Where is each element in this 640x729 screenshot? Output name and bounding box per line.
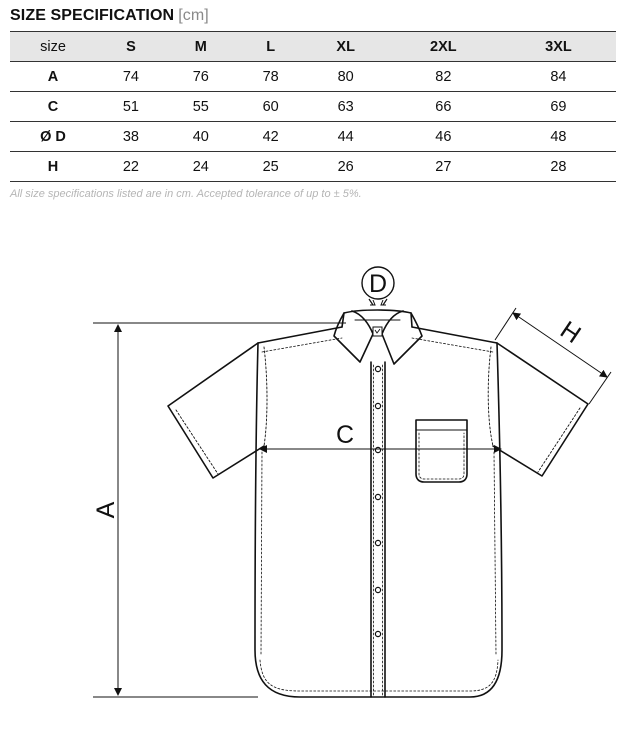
size-specification-table: size S M L XL 2XL 3XL A 74 76 78 80 82 8… [10,31,616,182]
left-sleeve [167,342,265,479]
table-cell: 55 [165,91,236,122]
measurement-d [361,266,395,306]
d-arrow-left [368,298,374,306]
shirt-illustration [167,309,589,698]
left-shoulder [257,326,343,344]
table-cell: 48 [500,121,616,152]
table-cell: 28 [500,151,616,182]
heading-title: SIZE SPECIFICATION [10,7,175,24]
right-sleeve [492,342,589,477]
table-row-d: Ø D 38 40 42 44 46 48 [10,121,616,152]
button [374,539,382,547]
collar-right-point [381,310,423,365]
section-heading: SIZE SPECIFICATION[cm] [10,7,209,25]
table-cell: 82 [385,61,501,92]
d-arrow-heads [370,299,386,306]
header-s: S [96,31,166,62]
row-label-d: Ø D [10,121,96,152]
label-h: H [555,316,586,349]
table-cell: 80 [305,61,386,92]
armhole-stitch-right [487,346,494,447]
button [374,446,382,454]
table-cell: 66 [385,91,501,122]
table-cell: 78 [235,61,306,92]
d-circle [361,266,395,300]
row-label-c: C [10,91,96,122]
collar-left-point [333,310,374,363]
table-cell: 84 [500,61,616,92]
label-c: C [336,421,354,449]
table-cell: 42 [235,121,306,152]
armhole-stitch-left [263,346,268,447]
yoke-seam [261,337,494,353]
header-xl: XL [305,31,386,62]
placket-stitch [373,364,383,696]
h-dimension-line [512,312,608,378]
chest-pocket [415,419,468,483]
table-cell: 63 [305,91,386,122]
header-size: size [10,31,96,62]
row-label-a: A [10,61,96,92]
table-cell: 22 [96,151,166,182]
row-label-h: H [10,151,96,182]
header-3xl: 3XL [500,31,616,62]
table-header-row: size S M L XL 2XL 3XL [10,31,616,62]
button [374,630,382,638]
table-cell: 74 [96,61,166,92]
table-row-c: C 51 55 60 63 66 69 [10,91,616,122]
tolerance-note: All size specifications listed are in cm… [10,188,362,200]
button [374,586,382,594]
neck-label-icon [372,326,383,337]
side-stitch-left [260,451,263,656]
button [374,365,382,373]
left-sleeve-hem [175,409,219,475]
table-cell: 38 [96,121,166,152]
label-d: D [369,270,387,298]
table-cell: 51 [96,91,166,122]
header-l: L [235,31,306,62]
h-guide-top [494,307,517,341]
placket [370,361,386,698]
right-shoulder [411,326,498,344]
table-cell: 27 [385,151,501,182]
label-a: A [92,501,120,518]
header-2xl: 2XL [385,31,501,62]
table-cell: 24 [165,151,236,182]
table-cell: 40 [165,121,236,152]
table-cell: 69 [500,91,616,122]
header-m: M [165,31,236,62]
measurement-a [93,322,346,698]
shirt-buttons [374,365,382,638]
heading-unit: [cm] [178,7,209,24]
right-sleeve-hem [537,407,581,473]
pocket-stitch [418,432,465,480]
shirt-body [254,342,503,698]
measurement-h [494,307,612,405]
table-cell: 46 [385,121,501,152]
table-cell: 76 [165,61,236,92]
table-row-a: A 74 76 78 80 82 84 [10,61,616,92]
d-arrow-right [382,298,388,306]
h-guide-bottom [588,371,612,405]
side-stitch-right [493,451,497,656]
table-cell: 44 [305,121,386,152]
hem-stitch [259,659,499,692]
button [374,402,382,410]
table-cell: 26 [305,151,386,182]
collar-band [341,309,413,328]
table-cell: 60 [235,91,306,122]
table-row-h: H 22 24 25 26 27 28 [10,151,616,182]
button [374,493,382,501]
table-cell: 25 [235,151,306,182]
